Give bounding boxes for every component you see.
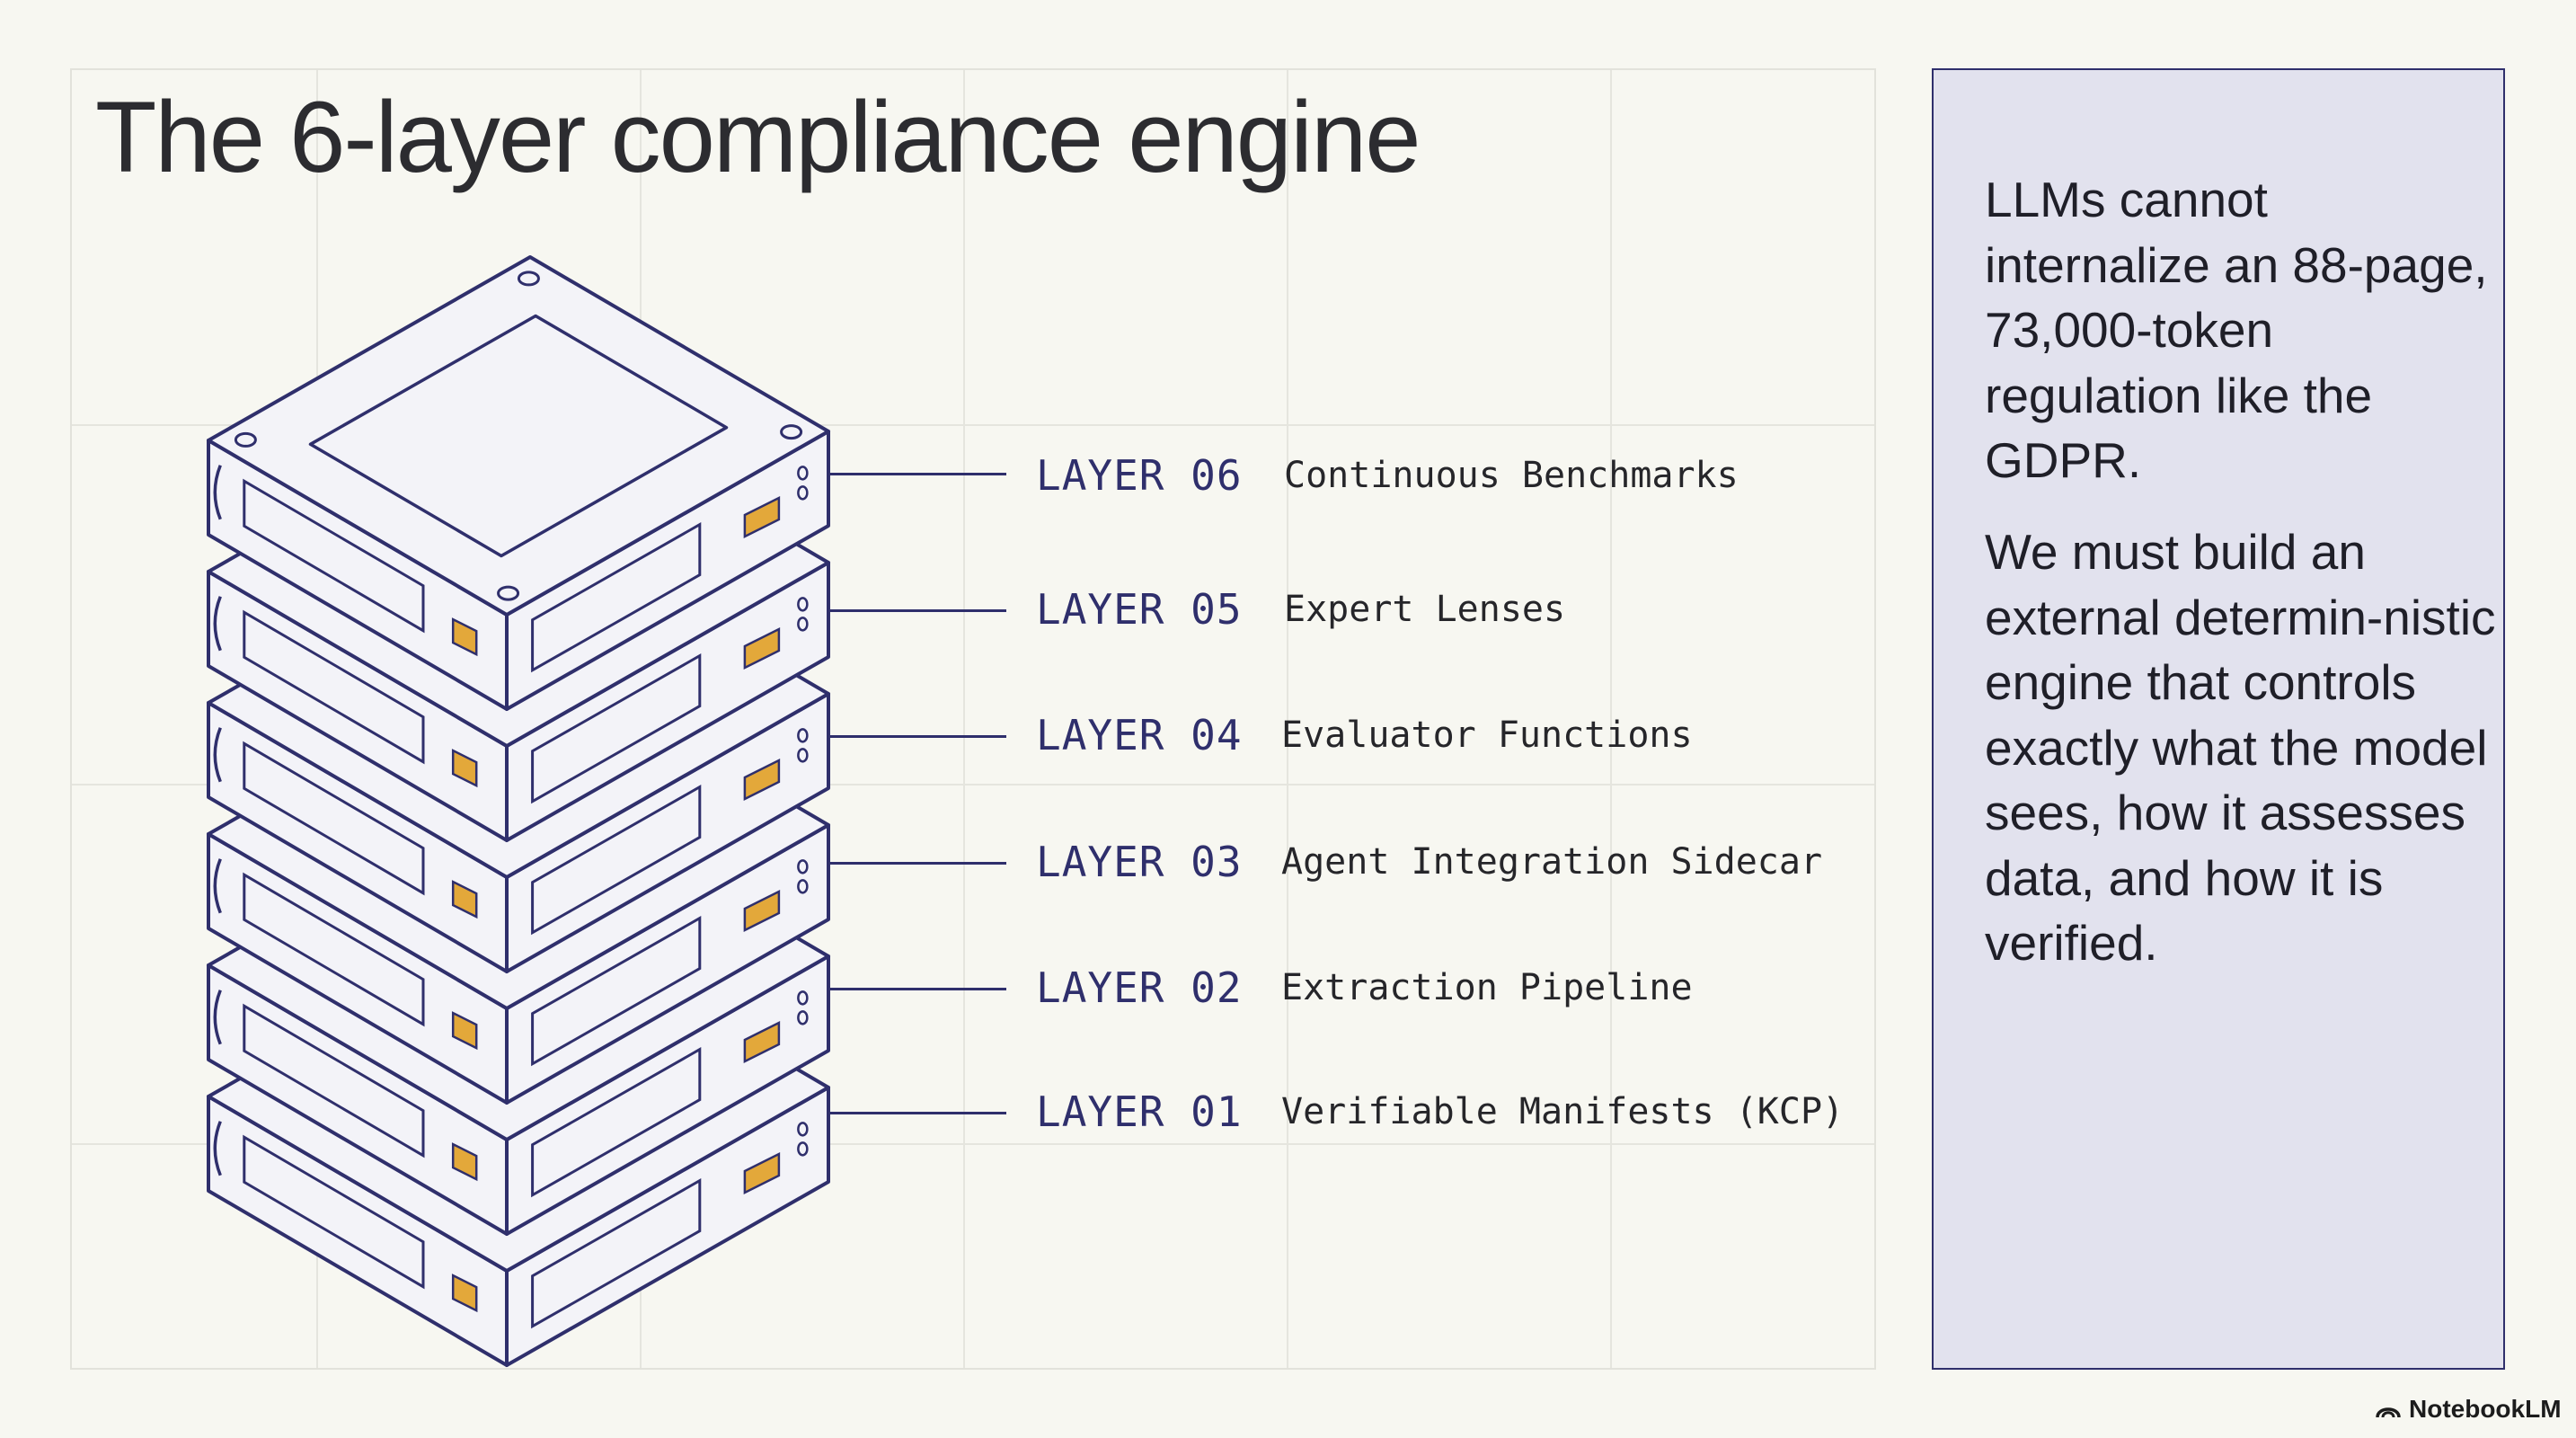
rack-handle-icon	[213, 596, 222, 652]
leader-line	[830, 862, 1006, 865]
slide-title: The 6-layer compliance engine	[95, 81, 1421, 193]
server-unit	[207, 255, 830, 711]
notebooklm-logo-icon	[2376, 1407, 2401, 1418]
status-light-icon	[451, 1274, 478, 1313]
vent-icon	[797, 617, 809, 632]
layer-row-01: LAYER 01 Verifiable Manifests (KCP)	[1036, 1085, 1844, 1139]
status-light-icon	[743, 495, 781, 539]
server-face-top	[207, 255, 830, 617]
drive-slot	[531, 785, 702, 936]
status-light-icon	[743, 626, 781, 670]
drive-slot	[243, 1134, 425, 1290]
leader-line	[830, 473, 1006, 475]
vent-icon	[797, 879, 809, 894]
layer-name: Extraction Pipeline	[1281, 967, 1693, 1008]
vent-icon	[797, 466, 809, 481]
rack-handle-icon	[213, 858, 222, 914]
brand-label: NotebookLM	[2409, 1395, 2562, 1423]
vent-icon	[797, 1141, 809, 1157]
status-light-icon	[743, 1020, 781, 1064]
vent-icon	[797, 859, 809, 874]
layer-name: Expert Lenses	[1284, 589, 1566, 630]
leader-line	[830, 735, 1006, 738]
server-top-panel	[308, 314, 729, 558]
layer-name: Agent Integration Sidecar	[1281, 841, 1823, 883]
screw-icon	[234, 431, 257, 448]
vent-icon	[797, 990, 809, 1006]
screw-icon	[497, 585, 520, 601]
leader-line	[830, 609, 1006, 612]
layer-number: LAYER 06	[1036, 451, 1243, 500]
status-light-icon	[743, 889, 781, 933]
drive-slot	[531, 522, 702, 673]
drive-slot	[243, 741, 425, 896]
status-light-icon	[451, 617, 478, 657]
drive-slot	[531, 1178, 702, 1329]
layer-number: LAYER 04	[1036, 711, 1243, 759]
vent-icon	[797, 748, 809, 763]
layer-number: LAYER 05	[1036, 585, 1243, 634]
layer-row-05: LAYER 05 Expert Lenses	[1036, 582, 1565, 636]
drive-slot	[243, 872, 425, 1027]
status-light-icon	[451, 1142, 478, 1182]
rack-handle-icon	[213, 727, 222, 783]
drive-slot	[531, 1047, 702, 1198]
vent-icon	[797, 597, 809, 612]
status-light-icon	[451, 1011, 478, 1051]
layer-name: Continuous Benchmarks	[1284, 455, 1739, 496]
vent-icon	[797, 1010, 809, 1025]
layer-name: Verifiable Manifests (KCP)	[1281, 1091, 1845, 1132]
leader-line	[830, 1112, 1006, 1114]
leader-line	[830, 988, 1006, 990]
layer-row-03: LAYER 03 Agent Integration Sidecar	[1036, 835, 1822, 889]
vent-icon	[797, 728, 809, 743]
explanation-paragraph-2: We must build an external determin-nisti…	[1985, 524, 2496, 971]
drive-slot	[243, 1003, 425, 1158]
vent-icon	[797, 485, 809, 501]
layer-number: LAYER 03	[1036, 838, 1243, 886]
layer-number: LAYER 02	[1036, 963, 1243, 1012]
status-light-icon	[743, 1151, 781, 1195]
status-light-icon	[451, 880, 478, 919]
layer-name: Evaluator Functions	[1281, 715, 1693, 756]
layer-row-06: LAYER 06 Continuous Benchmarks	[1036, 448, 1739, 502]
drive-slot	[243, 609, 425, 765]
explanation-panel: LLMs cannot internalize an 88-page, 73,0…	[1932, 68, 2505, 1370]
layer-row-02: LAYER 02 Extraction Pipeline	[1036, 961, 1693, 1015]
rack-handle-icon	[213, 465, 222, 520]
rack-handle-icon	[213, 1121, 222, 1176]
status-light-icon	[451, 749, 478, 788]
drive-slot	[531, 653, 702, 804]
drive-slot	[531, 916, 702, 1067]
vent-icon	[797, 1122, 809, 1137]
screw-icon	[780, 424, 803, 440]
drive-slot	[243, 478, 425, 634]
layer-number: LAYER 01	[1036, 1087, 1243, 1136]
explanation-paragraph-1: LLMs cannot internalize an 88-page, 73,0…	[1985, 172, 2488, 488]
rack-handle-icon	[213, 990, 222, 1045]
brand-watermark: NotebookLM	[2375, 1395, 2562, 1424]
status-light-icon	[743, 758, 781, 802]
layer-row-04: LAYER 04 Evaluator Functions	[1036, 708, 1693, 762]
screw-icon	[517, 271, 540, 287]
